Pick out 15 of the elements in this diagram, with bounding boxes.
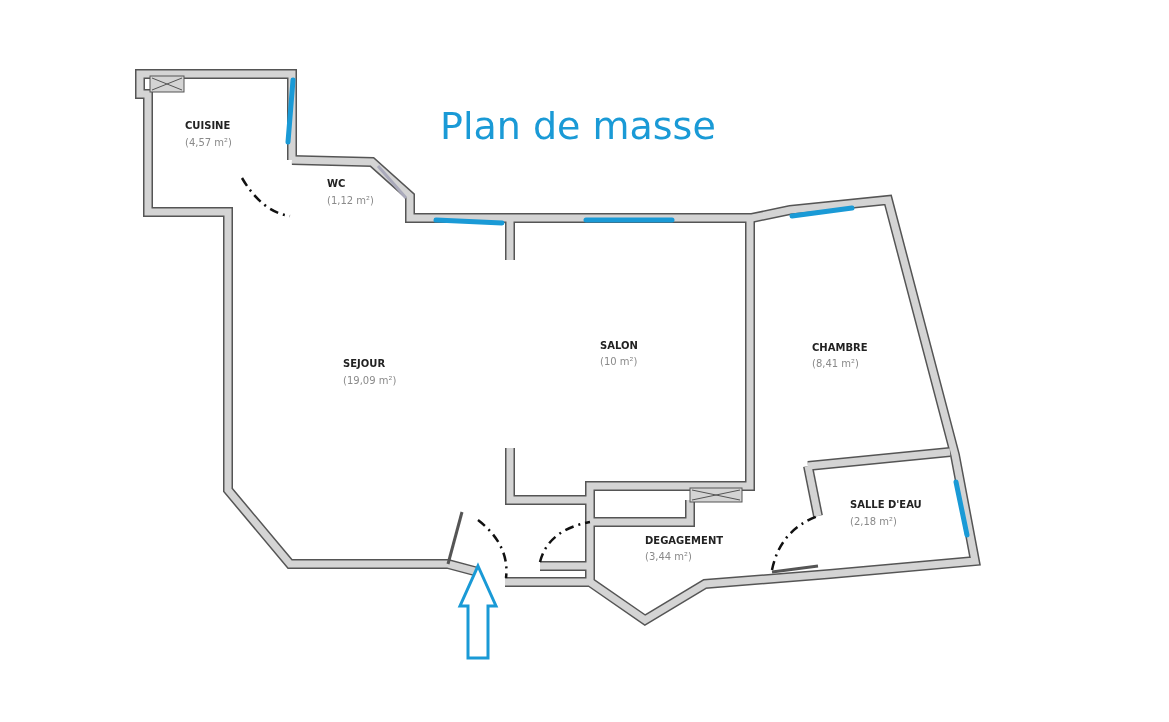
room-area: (3,44 m²) <box>645 552 692 562</box>
room-name: SALON <box>600 341 638 351</box>
room-area: (8,41 m²) <box>812 359 859 369</box>
room-area: (19,09 m²) <box>343 376 397 386</box>
room-name: CUISINE <box>185 121 231 131</box>
room-name: WC <box>327 179 346 189</box>
title: Plan de masse <box>440 104 716 148</box>
room-area: (1,12 m²) <box>327 196 374 206</box>
room-area: (10 m²) <box>600 357 638 367</box>
room-area: (2,18 m²) <box>850 517 897 527</box>
room-area: (4,57 m²) <box>185 138 232 148</box>
room-name: DEGAGEMENT <box>645 536 724 546</box>
room-name: SALLE D'EAU <box>850 500 922 510</box>
room-name: CHAMBRE <box>812 343 868 353</box>
room-name: SEJOUR <box>343 359 386 369</box>
